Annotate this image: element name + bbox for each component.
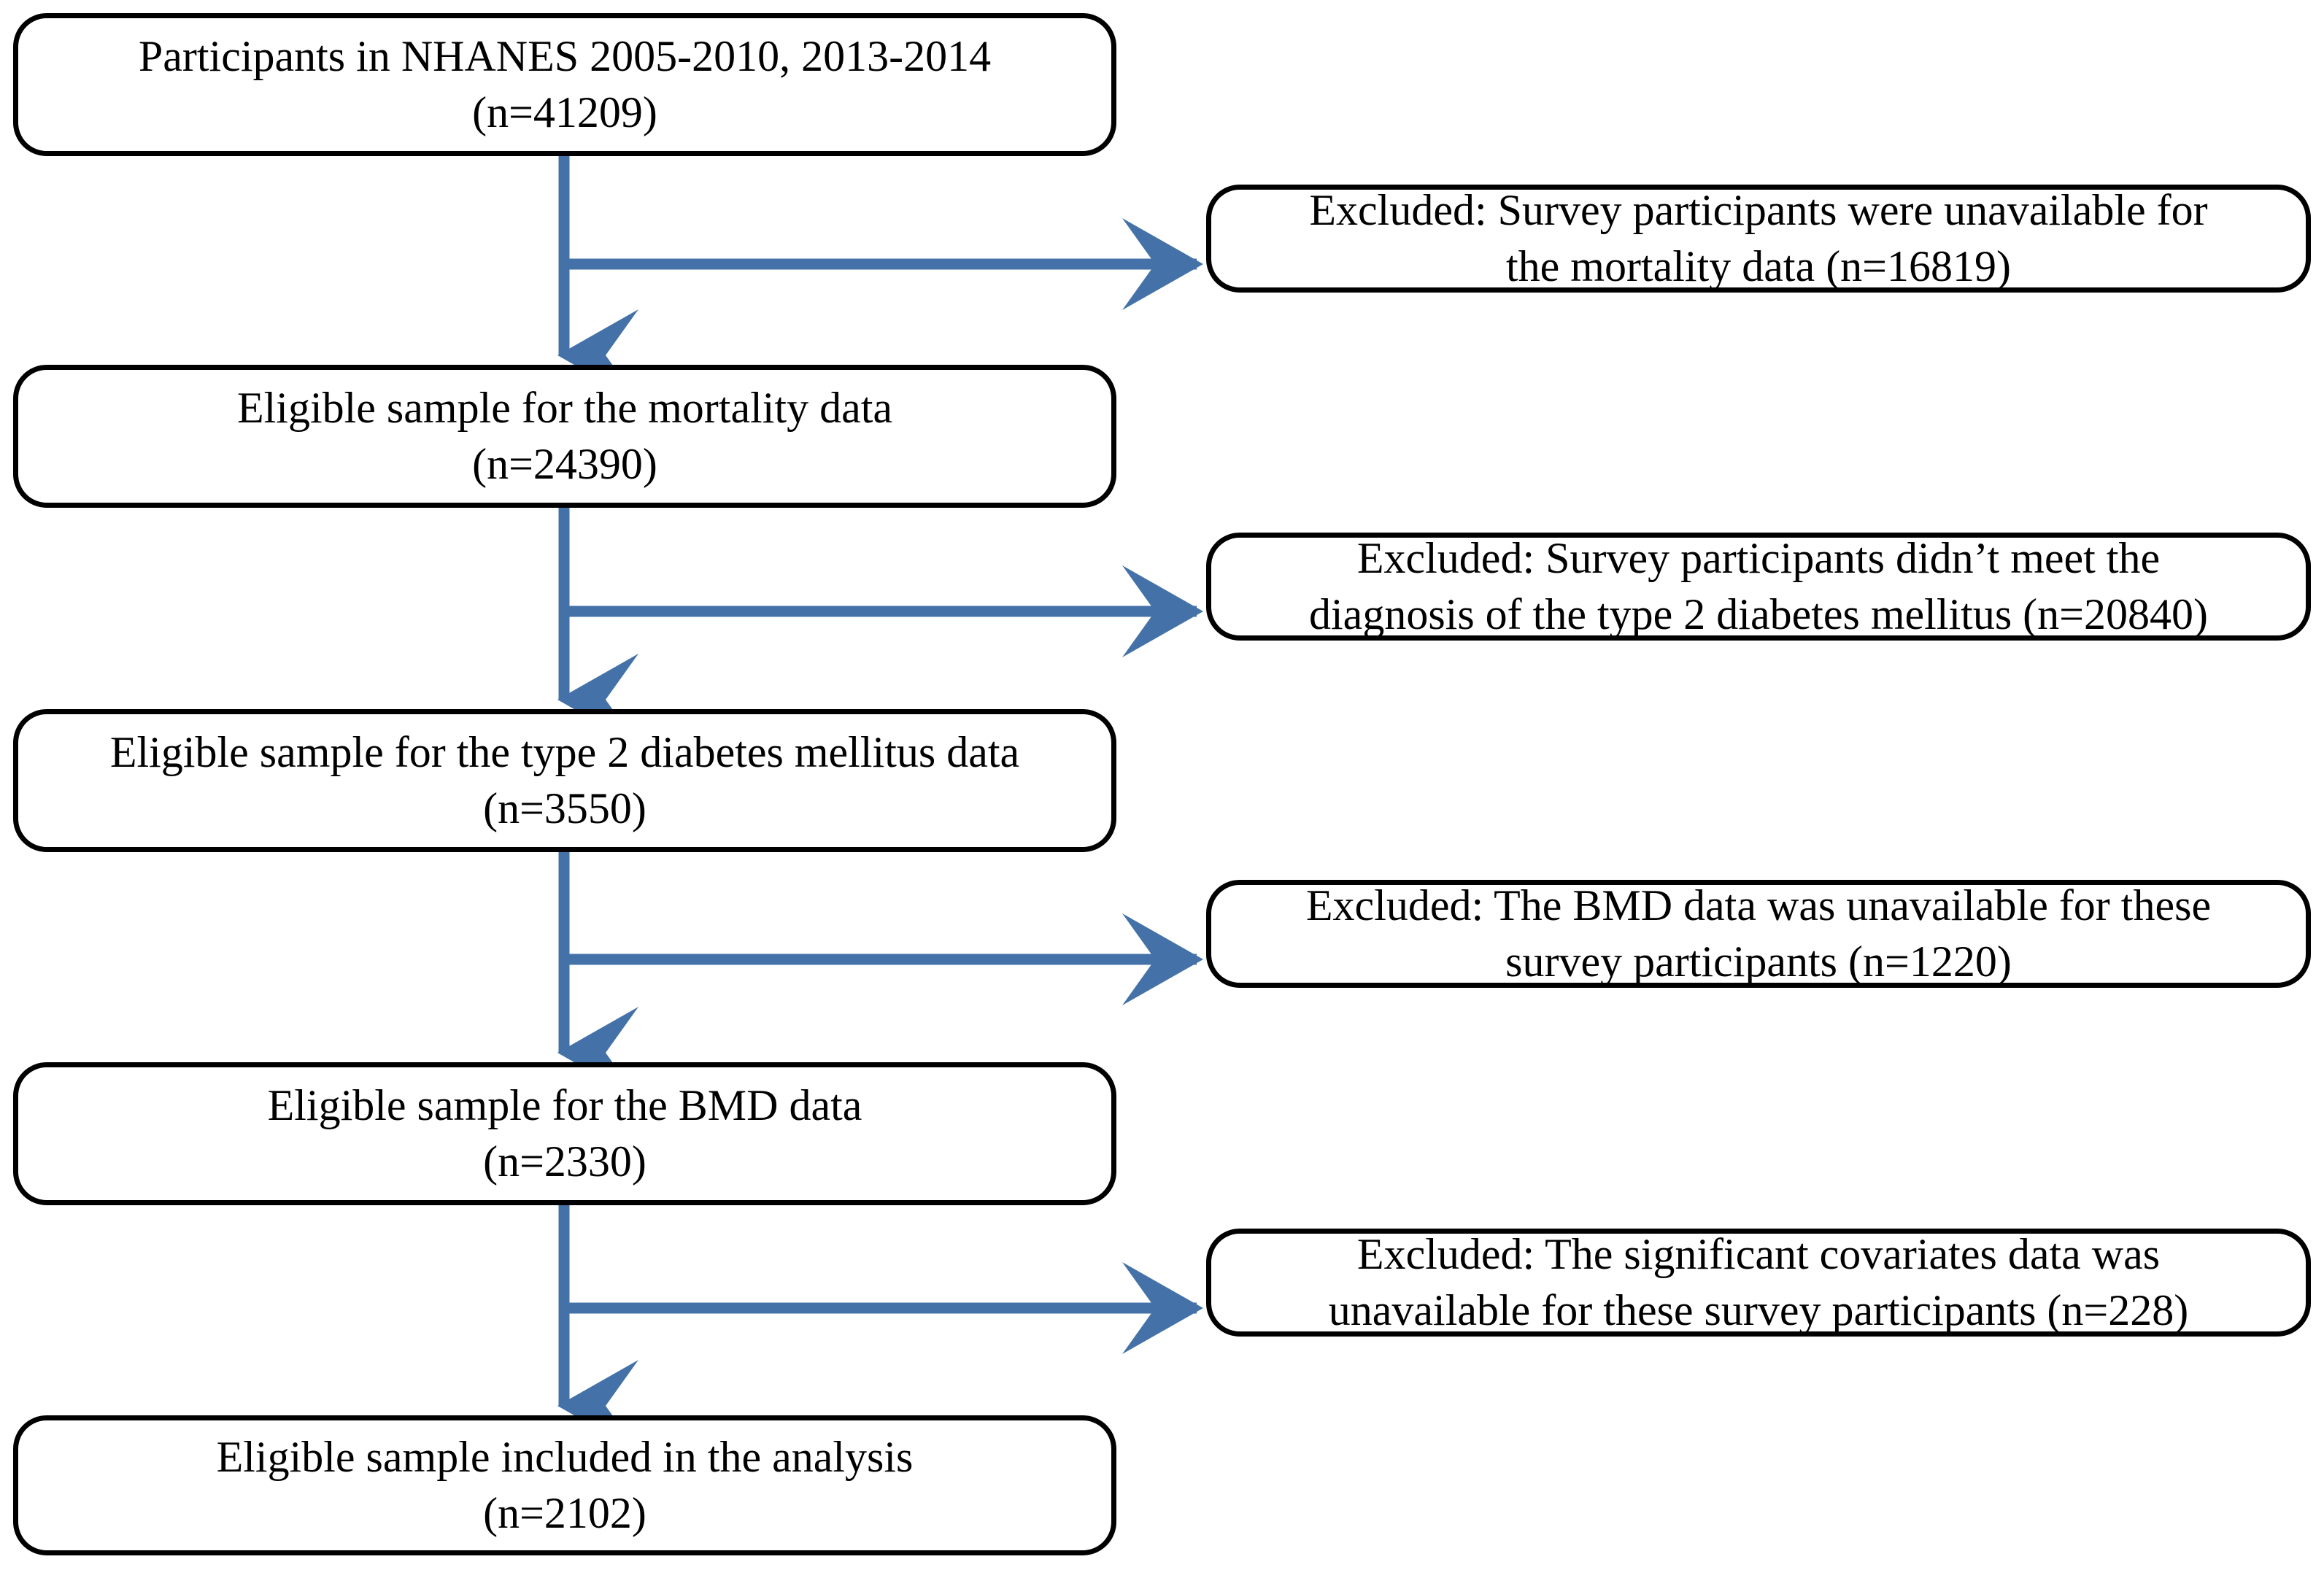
node-final-analysis-sample: Eligible sample included in the analysis…: [13, 1415, 1116, 1555]
node-excluded-mortality-line2: the mortality data (n=16819): [1506, 242, 2011, 290]
node-eligible-bmd-count: (n=2330): [483, 1137, 646, 1186]
node-eligible-mortality: Eligible sample for the mortality data (…: [13, 365, 1116, 508]
node-excluded-mortality: Excluded: Survey participants were unava…: [1206, 185, 2311, 293]
node-excluded-covariates: Excluded: The significant covariates dat…: [1206, 1229, 2311, 1337]
node-eligible-bmd: Eligible sample for the BMD data (n=2330…: [13, 1062, 1116, 1205]
node-excluded-bmd-line1: Excluded: The BMD data was unavailable f…: [1305, 881, 2212, 930]
node-excluded-covariates-line1: Excluded: The significant covariates dat…: [1356, 1230, 2161, 1279]
node-eligible-mortality-count: (n=24390): [472, 440, 657, 488]
node-excluded-mortality-line1: Excluded: Survey participants were unava…: [1309, 186, 2208, 235]
node-excluded-bmd: Excluded: The BMD data was unavailable f…: [1206, 880, 2311, 988]
node-excluded-t2dm-line1: Excluded: Survey participants didn’t mee…: [1356, 534, 2161, 583]
node-final-analysis-sample-line1: Eligible sample included in the analysis: [216, 1433, 914, 1482]
node-excluded-bmd-line2: survey participants (n=1220): [1505, 937, 2012, 986]
node-excluded-t2dm: Excluded: Survey participants didn’t mee…: [1206, 533, 2311, 641]
node-participants-count: (n=41209): [472, 88, 657, 136]
node-eligible-t2dm-line1: Eligible sample for the type 2 diabetes …: [109, 728, 1020, 777]
node-final-analysis-sample-count: (n=2102): [483, 1489, 646, 1537]
node-participants: Participants in NHANES 2005-2010, 2013-2…: [13, 13, 1116, 156]
node-eligible-mortality-line1: Eligible sample for the mortality data: [236, 384, 893, 433]
node-excluded-covariates-line2: unavailable for these survey participant…: [1328, 1286, 2189, 1334]
node-eligible-t2dm: Eligible sample for the type 2 diabetes …: [13, 709, 1116, 852]
node-participants-line1: Participants in NHANES 2005-2010, 2013-2…: [138, 32, 992, 81]
node-eligible-t2dm-count: (n=3550): [483, 784, 646, 832]
node-eligible-bmd-line1: Eligible sample for the BMD data: [267, 1081, 862, 1130]
node-excluded-t2dm-line2: diagnosis of the type 2 diabetes mellitu…: [1309, 590, 2208, 638]
